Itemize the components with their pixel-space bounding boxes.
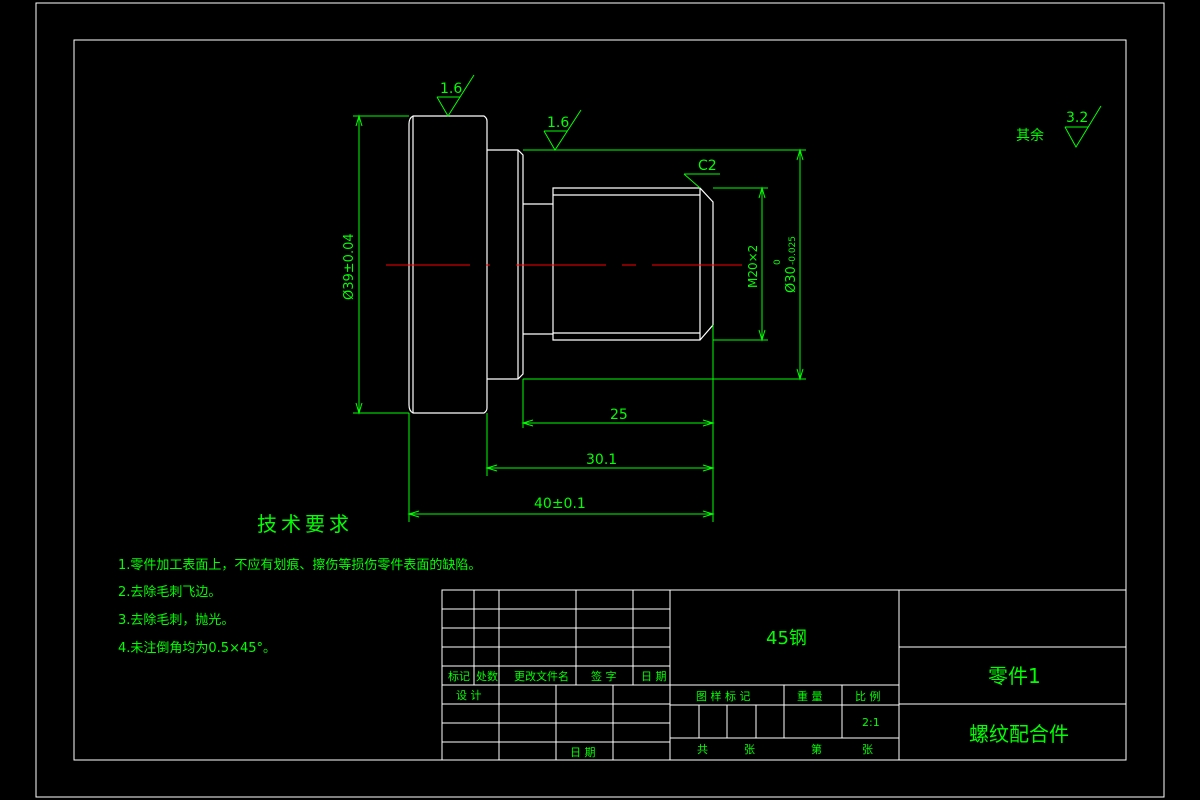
dim-dia-right-tol-lower: -0.025 bbox=[788, 236, 798, 265]
dim-len-30: 30.1 bbox=[586, 452, 617, 468]
roughness-label-shoulder: 1.6 bbox=[547, 115, 569, 131]
rev-header-date: 日 期 bbox=[641, 670, 667, 683]
design-label: 设 计 bbox=[456, 689, 482, 702]
dim-dia-left: Ø39±0.04 bbox=[342, 233, 357, 300]
roughness-general-label: 其余 bbox=[1016, 127, 1044, 144]
tech-req-item-4: 4.未注倒角均为0.5×45°。 bbox=[118, 641, 276, 656]
tech-req-item-1: 1.零件加工表面上，不应有划痕、擦伤等损伤零件表面的缺陷。 bbox=[118, 557, 481, 573]
part-name: 零件1 bbox=[988, 664, 1041, 688]
tech-req-item-2: 2.去除毛刺飞边。 bbox=[118, 585, 221, 600]
material-label: 45钢 bbox=[766, 628, 807, 649]
sheets-unit-2: 张 bbox=[862, 743, 873, 756]
assembly-name: 螺纹配合件 bbox=[969, 722, 1069, 746]
dim-len-40: 40±0.1 bbox=[534, 496, 586, 512]
sheets-unit-1: 张 bbox=[744, 743, 755, 756]
rev-header-count: 处数 bbox=[476, 670, 498, 683]
tech-req-title: 技术要求 bbox=[257, 512, 353, 536]
scale-label: 比 例 bbox=[855, 689, 881, 703]
dim-len-25: 25 bbox=[610, 407, 628, 423]
title-block bbox=[441, 589, 1127, 761]
dim-thread: M20×2 bbox=[746, 245, 760, 288]
chamfer-label: C2 bbox=[698, 158, 717, 174]
dimension-lines bbox=[353, 74, 1102, 522]
rev-header-sign: 签 字 bbox=[591, 669, 617, 683]
scale-value: 2:1 bbox=[862, 716, 880, 729]
outer-frame bbox=[35, 2, 1165, 798]
dim-dia-right-tol-upper: 0 bbox=[773, 259, 783, 265]
tech-req-item-3: 3.去除毛刺，抛光。 bbox=[118, 613, 234, 628]
date-label: 日 期 bbox=[570, 746, 596, 759]
sheets-index-label: 第 bbox=[811, 742, 822, 756]
weight-label: 重 量 bbox=[797, 689, 823, 703]
dim-dia-right: Ø30 bbox=[784, 266, 799, 293]
roughness-label-left: 1.6 bbox=[440, 81, 462, 97]
roughness-general-value: 3.2 bbox=[1066, 110, 1088, 126]
stage-label: 图 样 标 记 bbox=[696, 689, 751, 703]
rev-header-mark: 标记 bbox=[448, 669, 470, 683]
rev-header-file: 更改文件名 bbox=[514, 669, 569, 683]
sheets-total-label: 共 bbox=[697, 743, 708, 756]
